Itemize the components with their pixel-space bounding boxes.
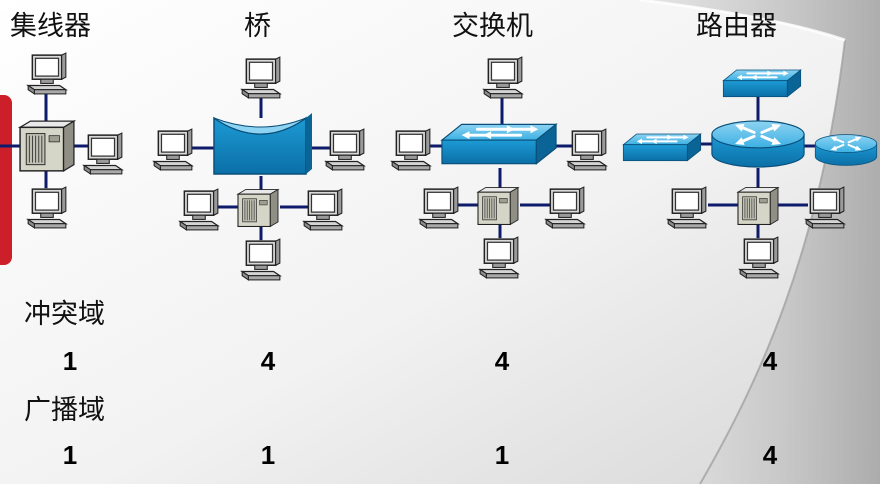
bridge-left-computer-icon <box>153 128 193 171</box>
header-bridge: 桥 <box>244 11 271 42</box>
broadcast-count-switch: 1 <box>494 440 510 470</box>
switch-top-computer-icon <box>483 56 523 99</box>
collision-count-hub: 1 <box>62 346 78 376</box>
switch-lower-right-computer-icon <box>545 186 585 229</box>
switch-segment-hub-icon <box>477 186 519 226</box>
switch-left-computer-icon <box>391 128 431 171</box>
switch-bottom-computer-icon <box>479 236 519 279</box>
switch-icon <box>440 122 558 166</box>
bridge-bottom-computer-icon <box>241 238 281 281</box>
header-router: 路由器 <box>696 11 777 42</box>
collision-domain-label: 冲突域 <box>24 299 105 330</box>
router-segment-hub-icon <box>737 186 779 226</box>
header-switch: 交换机 <box>452 11 533 42</box>
router-lower-right-computer-icon <box>805 186 845 229</box>
hub-bottom-computer-icon <box>27 186 67 229</box>
side-tab <box>0 95 12 265</box>
broadcast-count-hub: 1 <box>62 440 78 470</box>
router-icon <box>710 119 806 169</box>
collision-count-router: 4 <box>762 346 778 376</box>
header-hub: 集线器 <box>10 11 91 42</box>
broadcast-count-bridge: 1 <box>260 440 276 470</box>
hub-icon <box>19 120 75 172</box>
bridge-lower-right-computer-icon <box>303 188 343 231</box>
bridge-segment-hub-icon <box>237 188 279 228</box>
hub-right-computer-icon <box>83 132 123 175</box>
router-left-switch-icon <box>622 132 702 162</box>
switch-right-computer-icon <box>567 128 607 171</box>
bridge-icon <box>213 113 312 175</box>
broadcast-domain-label: 广播域 <box>24 395 105 426</box>
collision-count-bridge: 4 <box>260 346 276 376</box>
collision-count-switch: 4 <box>494 346 510 376</box>
hub-top-computer-icon <box>27 52 67 95</box>
page-curl <box>640 0 880 484</box>
switch-lower-left-computer-icon <box>419 186 459 229</box>
broadcast-count-router: 4 <box>762 440 778 470</box>
router-right-router-icon <box>814 133 878 167</box>
router-lower-left-computer-icon <box>667 186 707 229</box>
bridge-lower-left-computer-icon <box>179 188 219 231</box>
router-bottom-computer-icon <box>739 236 779 279</box>
router-top-switch-icon <box>722 68 802 98</box>
bridge-top-computer-icon <box>241 56 281 99</box>
bridge-right-computer-icon <box>325 128 365 171</box>
